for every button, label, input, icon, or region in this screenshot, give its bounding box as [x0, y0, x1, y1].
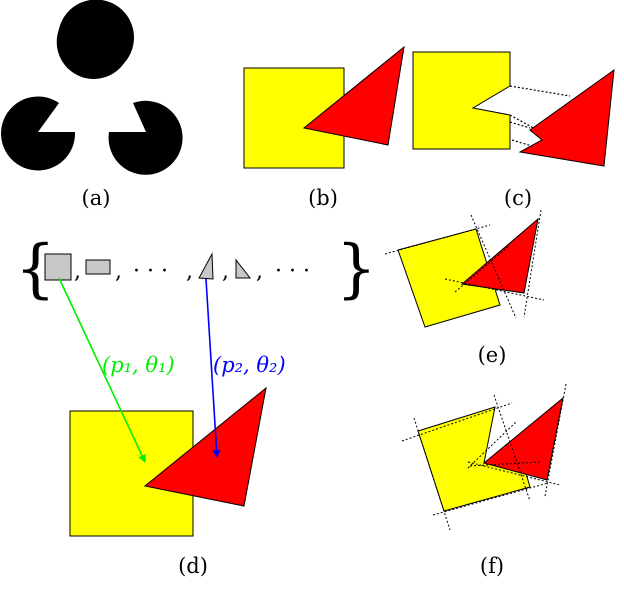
ellipsis-2: · · · — [275, 259, 310, 284]
primitive-triangle-small — [235, 258, 252, 279]
construction-line-f7 — [467, 421, 517, 469]
primitive-rect-small — [85, 259, 111, 275]
panel-d: { , , · · · , , , · · · } (p₁, θ₁) (p₂, … — [15, 232, 377, 537]
caption-b: (b) — [308, 186, 338, 210]
primitive-triangle-large — [198, 252, 214, 280]
red-triangle-rotated — [460, 217, 539, 294]
panel-b — [243, 45, 405, 169]
construction-line-2 — [470, 214, 517, 319]
panel-f — [401, 383, 567, 531]
dotted-contour-3 — [509, 121, 531, 129]
red-triangle — [302, 45, 405, 146]
pacman-bottom-left — [1, 96, 76, 171]
construction-line-f5 — [544, 383, 567, 497]
construction-line-4 — [444, 278, 545, 301]
ellipsis-1: · · · — [133, 259, 168, 284]
param-label-2: (p₂, θ₂) — [213, 353, 286, 377]
pacman-top-fill — [58, 0, 134, 71]
construction-line-f4 — [493, 394, 531, 502]
construction-line-5 — [454, 244, 511, 293]
red-triangle-displaced — [518, 68, 615, 167]
caption-e: (e) — [478, 343, 507, 367]
pacman-bottom-right — [108, 100, 183, 175]
dotted-contour-2 — [509, 114, 538, 131]
construction-line-f1 — [401, 402, 513, 442]
comma-1: , — [74, 259, 81, 284]
panel-e — [384, 209, 545, 328]
close-brace: } — [336, 232, 377, 306]
panel-c — [412, 51, 615, 167]
dotted-contour-1 — [509, 85, 571, 97]
caption-d: (d) — [178, 554, 208, 578]
yellow-square-cut — [412, 51, 511, 150]
panel-a-kanizsa — [1, 0, 183, 175]
green-arrow — [58, 277, 146, 463]
caption-a: (a) — [82, 186, 111, 210]
comma-2: , — [115, 259, 122, 284]
yellow-square-rotated — [397, 228, 501, 328]
caption-f: (f) — [480, 554, 504, 578]
red-triangle-composed — [143, 386, 267, 507]
caption-c: (c) — [504, 186, 532, 210]
comma-3: , — [186, 259, 193, 284]
blue-arrow — [205, 278, 221, 458]
param-label-1: (p₁, θ₁) — [102, 353, 175, 377]
primitive-square-large — [44, 253, 72, 281]
red-triangle-notched — [482, 396, 564, 481]
comma-5: , — [256, 259, 263, 284]
comma-4: , — [222, 259, 229, 284]
